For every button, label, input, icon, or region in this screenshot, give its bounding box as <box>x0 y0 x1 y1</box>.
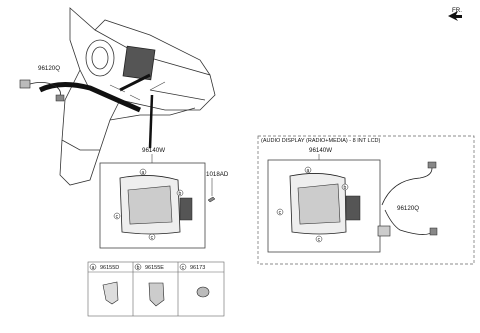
fr-arrow-icon <box>448 11 462 21</box>
svg-text:b: b <box>179 191 182 197</box>
svg-text:c: c <box>318 237 321 243</box>
dashboard-illustration <box>38 7 216 186</box>
bracket-b-icon <box>148 282 165 307</box>
svg-text:c: c <box>151 235 154 241</box>
svg-text:a: a <box>307 168 310 174</box>
fr-label: FR. <box>452 7 462 14</box>
harness-connector-left: 96120Q <box>19 65 65 102</box>
callout-a-marker <box>139 168 147 176</box>
bolt-label: 1018AD <box>206 171 229 178</box>
top-connector-label: 96120Q <box>38 65 60 72</box>
main-unit-label: 96140W <box>142 147 165 154</box>
bracket-a-icon <box>102 281 119 305</box>
clip-c-icon <box>196 286 210 298</box>
panel-unit-label: 96140W <box>309 147 332 154</box>
callout-b-marker <box>176 189 184 197</box>
dash-display-unit <box>122 45 156 81</box>
svg-text:b: b <box>344 185 347 191</box>
legend-c-letter: c <box>182 265 185 271</box>
bolt-part: 1018AD <box>206 171 229 203</box>
legend-b-part: 96155E <box>145 265 164 271</box>
front-direction-indicator: FR. <box>448 7 462 21</box>
svg-text:a: a <box>142 170 145 176</box>
legend-table: a 96155D b 96155E c 96173 <box>87 261 225 317</box>
callout-c-marker-2 <box>148 233 156 241</box>
legend-c-part: 96173 <box>190 265 205 271</box>
callout-c-marker-1 <box>113 212 121 220</box>
audio-display-variant-panel: (AUDIO DISPLAY (RADIO+MEDIA) - 8 INT LCD… <box>257 135 475 265</box>
svg-text:c: c <box>279 210 282 216</box>
legend-b-letter: b <box>137 265 140 271</box>
bolt-icon <box>207 196 216 203</box>
panel-connector-label: 96120Q <box>397 205 419 212</box>
svg-text:c: c <box>116 214 119 220</box>
panel-title: (AUDIO DISPLAY (RADIO+MEDIA) - 8 INT LCD… <box>261 138 381 144</box>
main-unit-box: a b c c <box>99 162 206 249</box>
legend-a-letter: a <box>92 265 95 271</box>
legend-a-part: 96155D <box>100 265 119 271</box>
